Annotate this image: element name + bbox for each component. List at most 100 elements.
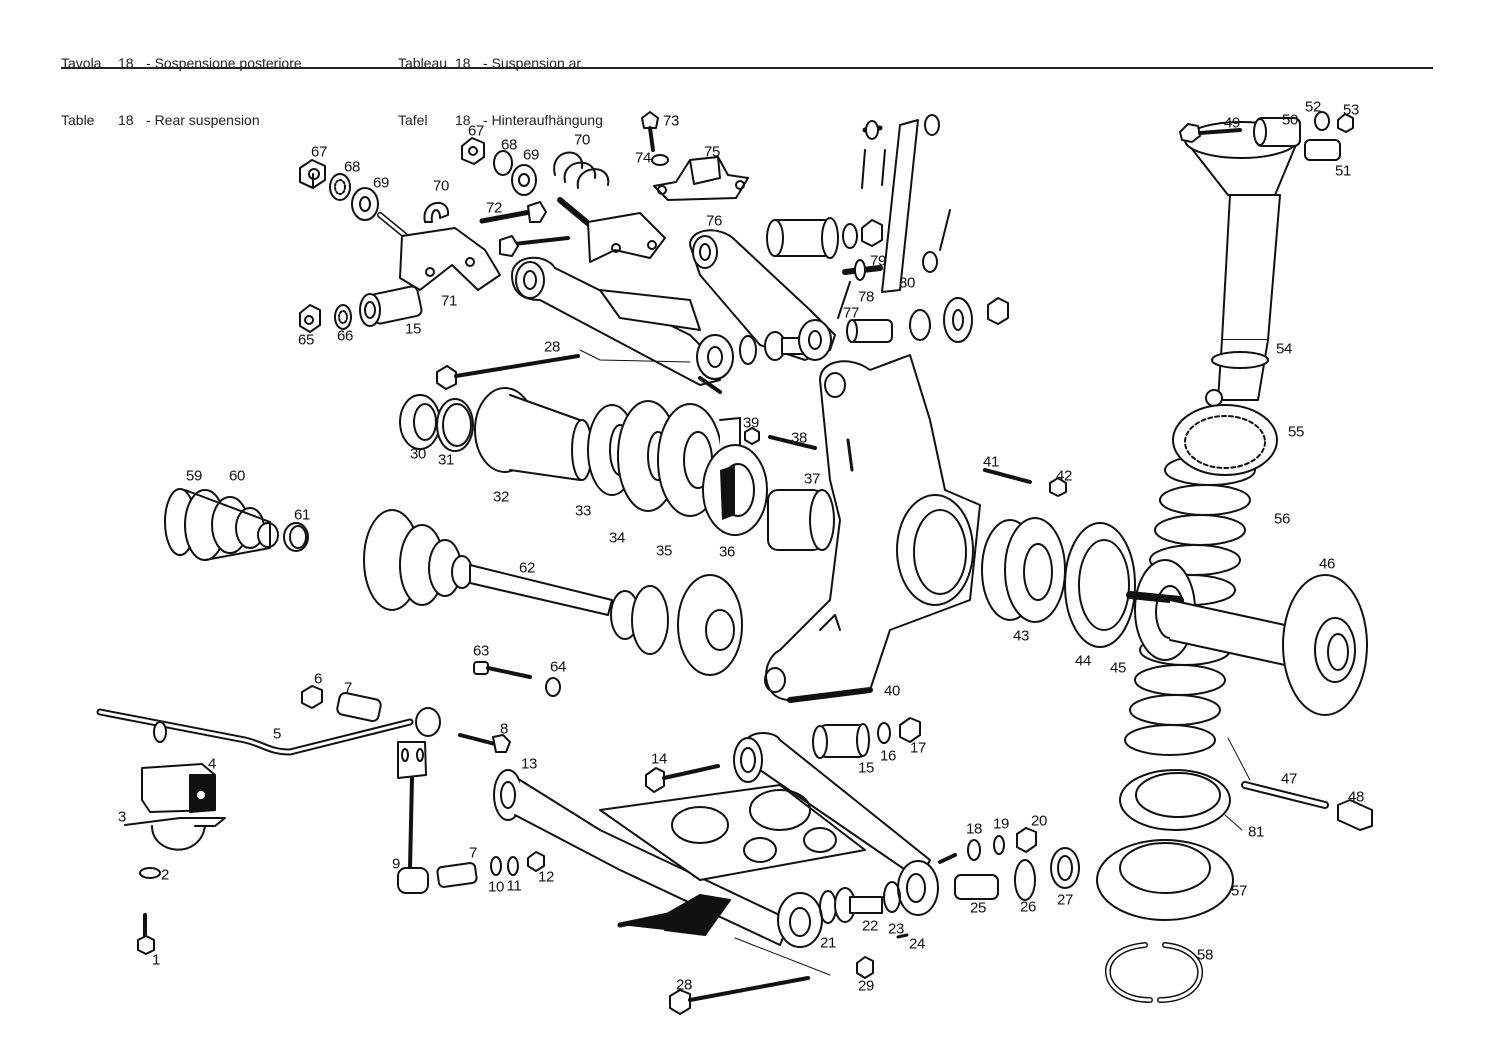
part-bumper-75: [653, 156, 749, 201]
part-lockwasher-11: [507, 856, 519, 876]
header-rule: [61, 67, 1433, 69]
part-nut-29: [856, 956, 874, 979]
callout-49: 49: [1223, 114, 1241, 132]
callout-17: 17: [909, 739, 927, 757]
part-oring-23: [883, 881, 901, 913]
part-bearing-43: [981, 517, 1066, 623]
callout-9: 9: [391, 855, 401, 873]
part-stud-38: [768, 435, 817, 450]
callout-69a: 69: [372, 174, 390, 192]
part-lockwasher-68b: [493, 150, 513, 176]
part-gasket-44: [1064, 522, 1136, 648]
part-pin-24: [896, 933, 909, 939]
label-key: Tafel: [398, 112, 428, 128]
part-washer-69b: [511, 164, 537, 196]
part-bolt-73: [641, 111, 659, 152]
callout-45: 45: [1109, 659, 1127, 677]
part-bush-top: [943, 297, 973, 343]
part-nut-20: [1016, 827, 1037, 853]
callout-53: 53: [1342, 101, 1360, 119]
part-mount-block-4: [141, 763, 216, 813]
part-bush-22: [834, 887, 883, 923]
part-boot-59-60: [164, 488, 279, 561]
part-drive-flange-46: [1282, 574, 1368, 716]
part-bolt-1: [137, 913, 155, 955]
part-bracket-71: [377, 212, 501, 291]
callout-54: 54: [1275, 340, 1293, 358]
callout-26: 26: [1019, 898, 1037, 916]
callout-72: 72: [485, 199, 503, 217]
part-hub-carrier-40: [764, 354, 981, 703]
callout-81: 81: [1247, 823, 1265, 841]
part-nut-48: [1337, 799, 1373, 831]
callout-44: 44: [1074, 652, 1092, 670]
callout-64: 64: [549, 658, 567, 676]
table-title: Hinteraufhängung: [491, 112, 603, 128]
part-washer-18: [967, 839, 981, 861]
part-lockwasher-19: [993, 835, 1005, 855]
part-bolt-47: [1227, 737, 1329, 809]
callout-58: 58: [1196, 946, 1214, 964]
callout-19: 19: [992, 815, 1010, 833]
part-shock-absorber-54: [1184, 121, 1299, 407]
callout-29: 29: [857, 977, 875, 995]
part-nut-39: [744, 427, 760, 445]
part-bolt-28a: [436, 349, 691, 390]
callout-15b: 15: [857, 759, 875, 777]
callout-60: 60: [228, 467, 246, 485]
header-line-german: Tafel 18- Hinteraufhängung: [398, 111, 603, 130]
callout-28b: 28: [675, 976, 693, 994]
part-spacer-50: [1253, 117, 1301, 147]
callout-69b: 69: [522, 146, 540, 164]
part-pin-78-79: [837, 259, 883, 319]
part-bush-27: [1050, 847, 1080, 889]
part-washer-52: [1314, 111, 1330, 131]
part-lockwasher-68a: [329, 173, 351, 201]
callout-37: 37: [803, 470, 821, 488]
table-number: 18: [455, 112, 471, 128]
separator: -: [146, 112, 151, 128]
part-hub-32: [474, 387, 593, 481]
callout-21: 21: [819, 934, 837, 952]
callout-13: 13: [520, 755, 538, 773]
callout-70b: 70: [573, 131, 591, 149]
callout-56: 56: [1273, 510, 1291, 528]
part-bolt-14: [645, 764, 720, 793]
label-key: Table: [61, 112, 95, 128]
part-bolt-72: [479, 201, 547, 224]
part-bolt-28b: [669, 937, 831, 1015]
part-washer-74: [651, 154, 669, 166]
callout-38: 38: [790, 429, 808, 447]
part-axle-shaft-62: [363, 509, 743, 676]
part-nut-53: [1337, 113, 1354, 133]
callout-24: 24: [908, 935, 926, 953]
part-lockwasher-66: [334, 304, 352, 330]
callout-61: 61: [293, 506, 311, 524]
part-nut-6: [301, 685, 323, 709]
callout-41: 41: [982, 453, 1000, 471]
part-nut-67a: [299, 159, 326, 189]
callout-57: 57: [1230, 882, 1248, 900]
callout-51: 51: [1334, 162, 1352, 180]
callout-63: 63: [472, 642, 490, 660]
separator: -: [483, 112, 488, 128]
callout-66: 66: [336, 327, 354, 345]
part-bush-7a: [336, 691, 382, 723]
part-link-80: [861, 114, 951, 293]
part-nut-67b: [461, 137, 485, 165]
callout-25: 25: [969, 899, 987, 917]
callout-3: 3: [117, 808, 127, 826]
part-nut-65: [299, 304, 321, 333]
part-bolt-63: [473, 661, 532, 679]
part-bush-25: [954, 874, 999, 900]
part-spacer-77: [846, 319, 893, 343]
part-bolt-49: [1179, 123, 1242, 143]
callout-68b: 68: [500, 136, 518, 154]
callout-70a: 70: [432, 177, 450, 195]
callout-23: 23: [887, 920, 905, 938]
part-oring-top: [909, 309, 931, 341]
callout-22: 22: [861, 917, 879, 935]
